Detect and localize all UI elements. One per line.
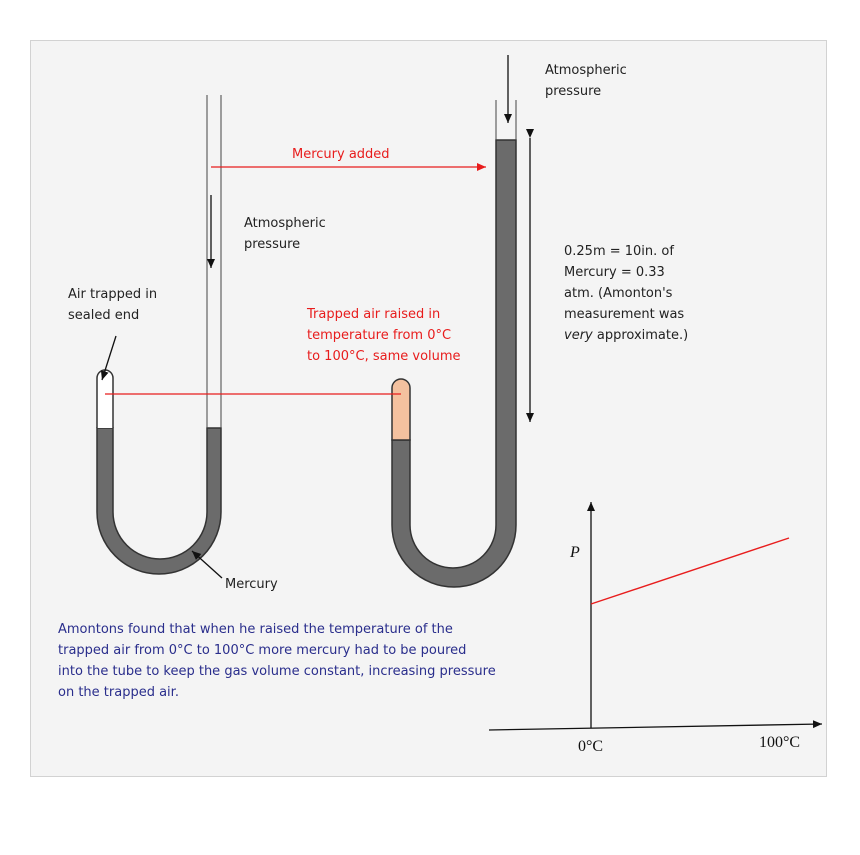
right-tube-heated-air bbox=[391, 378, 411, 441]
graph-pressure-line bbox=[590, 537, 790, 605]
left-tube-sealed-end bbox=[96, 369, 114, 428]
left-tube-mercury bbox=[96, 427, 222, 575]
air-trapped-line2: sealed end bbox=[68, 308, 140, 323]
right-tube-mercury bbox=[391, 139, 517, 588]
trapped-raised-line2: temperature from 0°C bbox=[307, 328, 452, 343]
left-u-tube bbox=[96, 95, 222, 575]
measurement-line4: measurement was bbox=[564, 307, 685, 322]
caption-line4: on the trapped air. bbox=[58, 685, 179, 700]
atm-top-line2: pressure bbox=[545, 84, 602, 99]
mercury-pointer bbox=[191, 550, 223, 579]
diagram-panel bbox=[30, 40, 827, 777]
air-trapped-line1: Air trapped in bbox=[68, 287, 158, 302]
measurement-label: 0.25m = 10in. of Mercury = 0.33 atm. (Am… bbox=[564, 241, 688, 346]
measurement-line3: atm. (Amonton's bbox=[564, 286, 673, 301]
air-trapped-pointer bbox=[100, 335, 117, 381]
graph-x-axis bbox=[488, 720, 823, 731]
atm-top-line1: Atmospheric bbox=[545, 63, 627, 78]
trapped-raised-line1: Trapped air raised in bbox=[307, 307, 441, 322]
caption: Amontons found that when he raised the t… bbox=[58, 619, 496, 703]
atm-mid-line2: pressure bbox=[244, 237, 301, 252]
graph-x-tick-end: 100°C bbox=[759, 734, 801, 751]
trapped-raised-line3: to 100°C, same volume bbox=[307, 349, 461, 364]
mercury-label: Mercury bbox=[225, 577, 278, 592]
measurement-line5: very approximate.) bbox=[564, 325, 688, 346]
measurement-very: very bbox=[564, 328, 593, 343]
air-trapped-label: Air trapped in sealed end bbox=[68, 284, 157, 326]
atm-pressure-label-top: Atmospheric pressure bbox=[545, 60, 627, 102]
atm-mid-line1: Atmospheric bbox=[244, 216, 326, 231]
trapped-raised-label: Trapped air raised in temperature from 0… bbox=[307, 304, 461, 367]
measurement-line2: Mercury = 0.33 bbox=[564, 265, 665, 280]
graph-x-tick-start: 0°C bbox=[578, 738, 604, 755]
caption-line1: Amontons found that when he raised the t… bbox=[58, 622, 453, 637]
mercury-added-label: Mercury added bbox=[292, 147, 390, 162]
atm-pressure-label-mid: Atmospheric pressure bbox=[244, 213, 326, 255]
caption-line3: into the tube to keep the gas volume con… bbox=[58, 664, 496, 679]
measurement-approx: approximate.) bbox=[592, 328, 689, 343]
graph-y-label: P bbox=[570, 544, 580, 561]
caption-line2: trapped air from 0°C to 100°C more mercu… bbox=[58, 643, 467, 658]
measurement-line1: 0.25m = 10in. of bbox=[564, 244, 674, 259]
